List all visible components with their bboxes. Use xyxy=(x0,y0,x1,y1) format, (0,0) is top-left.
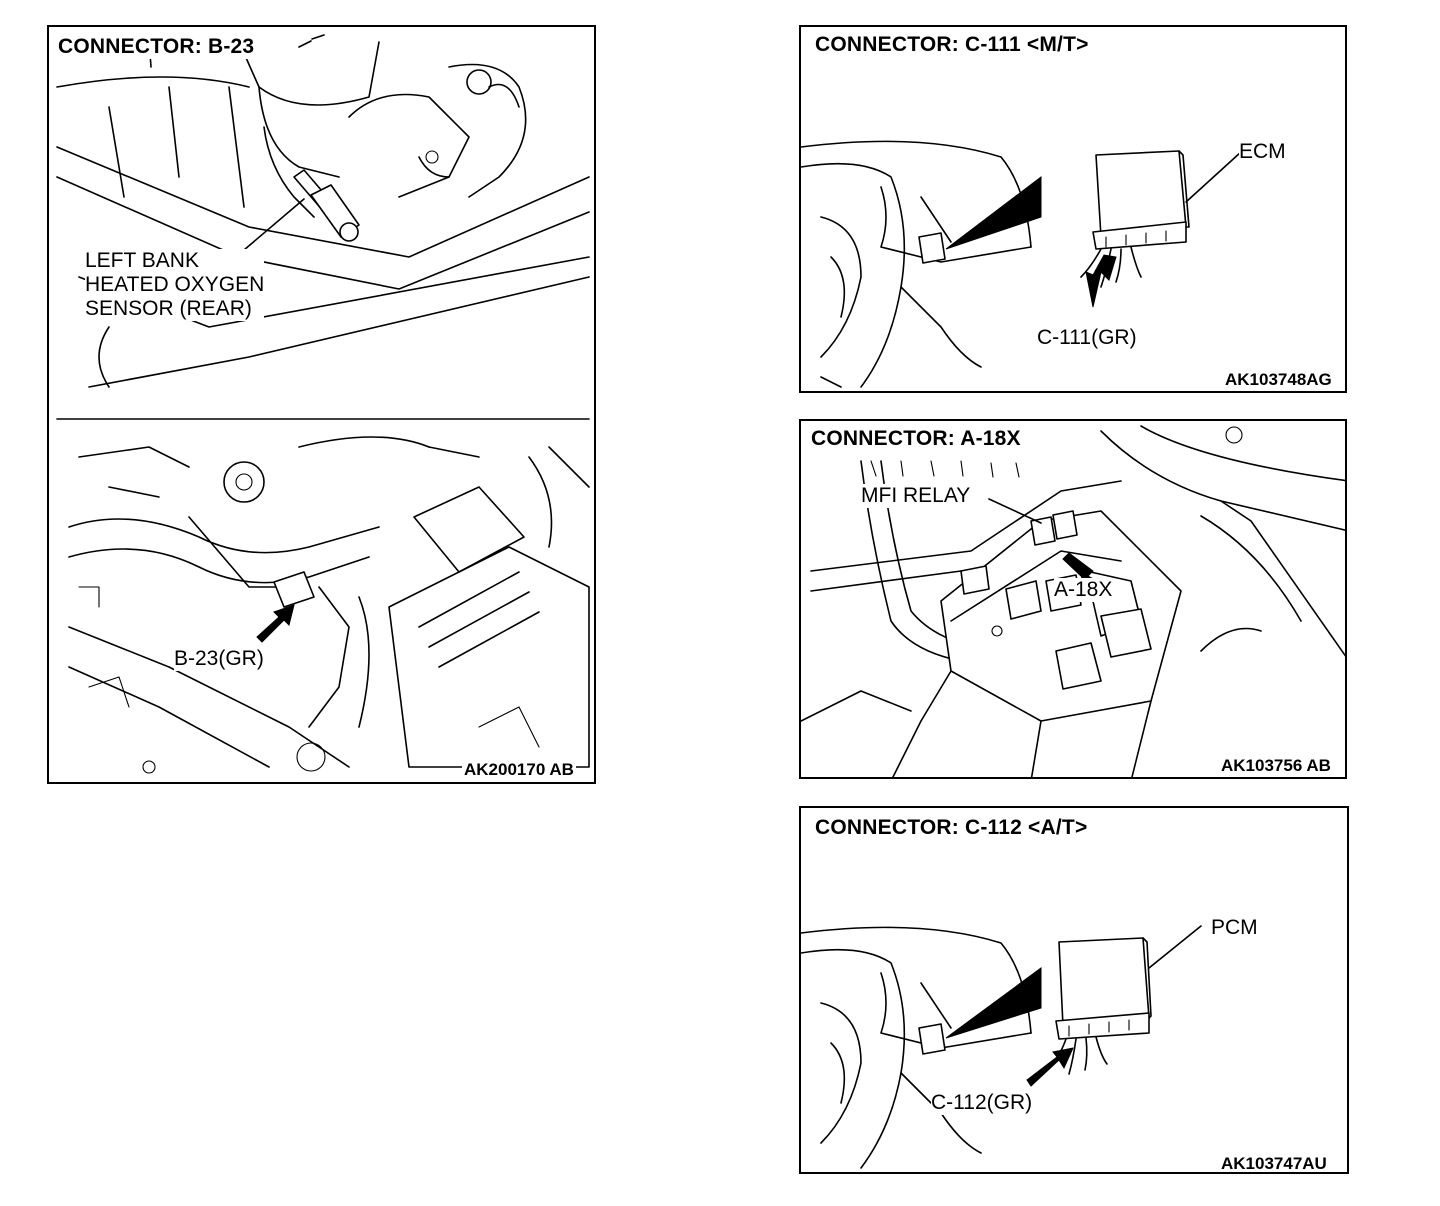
panel-title: CONNECTOR: C-112 <A/T> xyxy=(813,816,1090,840)
pcm-unit xyxy=(1026,937,1152,1087)
sensor-label-line-2: HEATED OXYGEN xyxy=(85,273,265,297)
sensor-label-line-1: LEFT BANK xyxy=(85,249,265,273)
c111-drawing xyxy=(801,140,1242,388)
panel-title: CONNECTOR: A-18X xyxy=(809,427,1023,451)
lower-illustration xyxy=(55,418,591,774)
connector-label: B-23(GR) xyxy=(174,647,264,671)
relay-box-illustration xyxy=(801,425,1345,777)
figure-code: AK103756 AB xyxy=(1219,756,1333,776)
panel-connector-a18x: CONNECTOR: A-18X MFI RELAY A-18X AK10375… xyxy=(799,419,1347,779)
ecm-leader-line xyxy=(1185,151,1242,203)
ecm-label: ECM xyxy=(1239,140,1286,164)
dashboard-illustration xyxy=(801,926,1042,1169)
b23-drawing xyxy=(55,34,591,774)
sensor-label-line-3: SENSOR (REAR) xyxy=(85,297,265,321)
connector-label: C-112(GR) xyxy=(931,1091,1033,1115)
pcm-leader-line xyxy=(1148,925,1202,969)
panel-connector-c111: CONNECTOR: C-111 <M/T> ECM C-111(GR) AK1… xyxy=(799,25,1347,393)
ecm-unit xyxy=(1080,150,1190,308)
panel-connector-b23: CONNECTOR: B-23 LEFT BANK HEATED OXYGEN … xyxy=(47,25,596,784)
upper-illustration xyxy=(56,34,590,388)
figure-code: AK103748AG xyxy=(1223,370,1334,390)
relay-label: MFI RELAY xyxy=(861,484,971,508)
dashboard-illustration xyxy=(801,140,1042,388)
figure-code: AK103747AU xyxy=(1219,1154,1329,1173)
relay-leader-line xyxy=(988,498,1042,524)
pcm-label: PCM xyxy=(1211,916,1258,940)
panel-title: CONNECTOR: B-23 xyxy=(56,35,257,59)
panel-connector-c112: CONNECTOR: C-112 <A/T> PCM C-112(GR) AK1… xyxy=(799,806,1349,1174)
c112-drawing xyxy=(801,925,1202,1169)
connector-label: C-111(GR) xyxy=(1037,326,1137,350)
connector-label: A-18X xyxy=(1054,578,1113,602)
panel-title: CONNECTOR: C-111 <M/T> xyxy=(813,33,1091,57)
sensor-label: LEFT BANK HEATED OXYGEN SENSOR (REAR) xyxy=(85,249,265,321)
figure-code: AK200170 AB xyxy=(462,760,576,780)
